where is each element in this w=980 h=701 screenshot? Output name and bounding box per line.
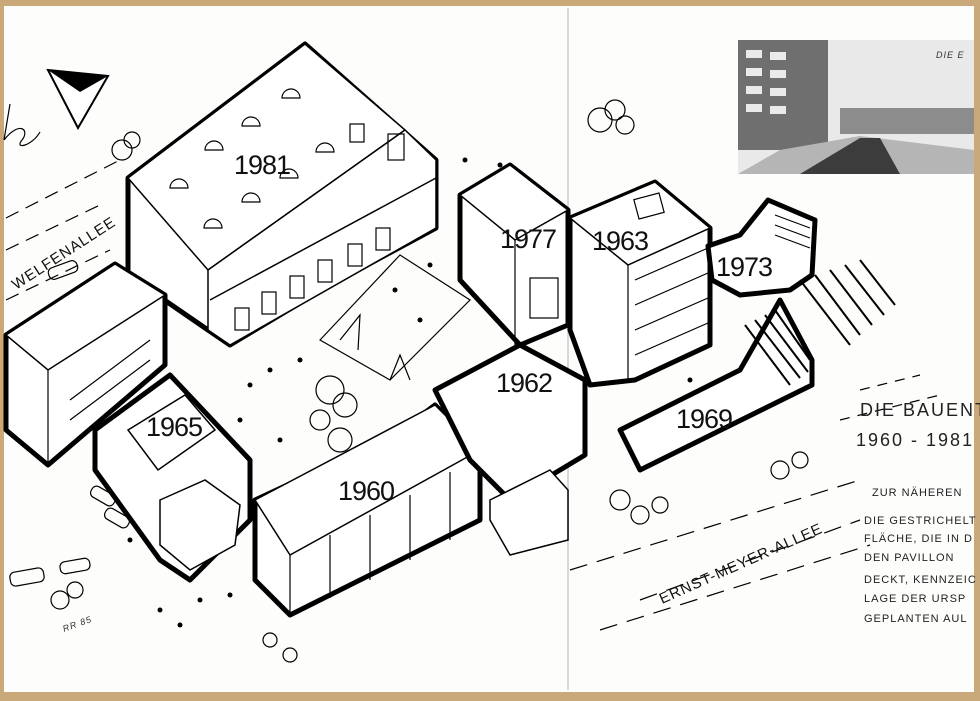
side-body-line5: LAGE DER URSP	[864, 593, 966, 605]
building-1969: 1969	[617, 259, 896, 473]
courtyard	[319, 254, 471, 381]
ernst-meyer-allee-street	[569, 374, 941, 631]
side-body-line3: DEN PAVILLON	[864, 552, 954, 564]
side-intro: ZUR NÄHEREN	[872, 487, 962, 499]
side-body-line1: DIE GESTRICHELT	[864, 515, 977, 527]
welfenallee-street	[5, 159, 121, 301]
side-body-line2: FLÄCHE, DIE IN D	[864, 533, 973, 545]
parked-cars	[9, 260, 131, 587]
building-1965-label: 1965	[146, 412, 202, 442]
building-1969-label: 1969	[676, 404, 732, 434]
building-1977: 1977	[457, 162, 571, 348]
building-1963-label: 1963	[592, 226, 648, 256]
side-heading-line2: 1960 - 1981	[856, 430, 974, 450]
building-1962-label: 1962	[496, 368, 552, 398]
side-text-panel: DIE BAUENTW 1960 - 1981 ZUR NÄHEREN DIE …	[856, 400, 980, 625]
building-1981-label: 1981	[234, 150, 290, 180]
building-1973: 1973	[705, 197, 818, 298]
trees	[50, 99, 809, 663]
building-1977-label: 1977	[500, 224, 556, 254]
building-1973-label: 1973	[716, 252, 772, 282]
side-body-line4: DECKT, KENNZEIC	[864, 574, 977, 586]
building-1963: 1963	[567, 179, 713, 388]
building-1965: 1965	[92, 372, 253, 583]
side-heading-line1: DIE BAUENTW	[860, 400, 980, 420]
photo-caption: DIE E	[936, 50, 965, 60]
building-1960-label: 1960	[338, 476, 394, 506]
north-arrow-icon	[3, 68, 110, 147]
photo-inset: DIE E	[738, 40, 974, 174]
side-body-line6: GEPLANTEN AUL	[864, 613, 967, 625]
building-1981: 1981	[125, 41, 439, 348]
building-west	[3, 261, 168, 468]
